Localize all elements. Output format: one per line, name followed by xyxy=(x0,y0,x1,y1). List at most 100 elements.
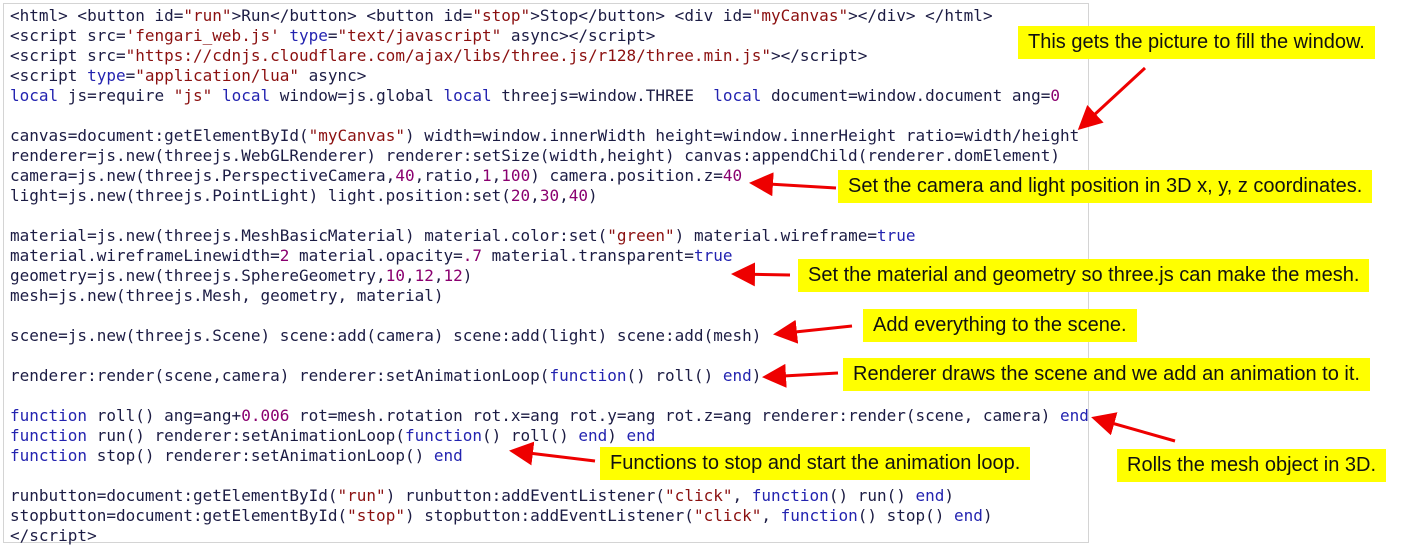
code-text: <html> <button id= xyxy=(10,6,184,25)
code-text: = xyxy=(327,26,338,45)
code-text: <script xyxy=(10,66,88,85)
code-line: <script src="https://cdnjs.cloudflare.co… xyxy=(10,46,867,66)
code-text: material.opacity= xyxy=(289,246,463,265)
code-keyword: function xyxy=(10,426,88,445)
code-line: local js=require "js" local window=js.gl… xyxy=(10,86,1060,106)
code-text: , xyxy=(761,506,781,525)
code-text: ) camera.position.z= xyxy=(530,166,723,185)
code-line: geometry=js.new(threejs.SphereGeometry,1… xyxy=(10,266,472,286)
code-line: material.wireframeLinewidth=2 material.o… xyxy=(10,246,732,266)
code-keyword: type xyxy=(87,66,126,85)
code-line: light=js.new(threejs.PointLight) light.p… xyxy=(10,186,598,206)
code-text: renderer=js.new(threejs.WebGLRenderer) r… xyxy=(10,146,1060,165)
code-text: rot=mesh.rotation rot.x=ang rot.y=ang ro… xyxy=(289,406,1060,425)
code-text: , xyxy=(491,166,502,185)
code-keyword: end xyxy=(1059,406,1089,425)
code-number: 40 xyxy=(395,166,415,185)
code-line: renderer=js.new(threejs.WebGLRenderer) r… xyxy=(10,146,1060,166)
arrow-fill-window xyxy=(1077,66,1147,131)
code-text: () run() xyxy=(828,486,916,505)
code-line: function roll() ang=ang+0.006 rot=mesh.r… xyxy=(10,406,1089,426)
code-line: function run() renderer:setAnimationLoop… xyxy=(10,426,655,446)
code-number: 1 xyxy=(482,166,492,185)
note-add-to-scene: Add everything to the scene. xyxy=(863,309,1137,342)
code-text: camera=js.new(threejs.PerspectiveCamera, xyxy=(10,166,396,185)
code-text: ) stopbutton:addEventListener( xyxy=(404,506,694,525)
code-number: 20 xyxy=(510,186,531,205)
code-number: 0 xyxy=(1050,86,1061,105)
code-text: window=js.global xyxy=(270,86,444,105)
code-string: "stop" xyxy=(472,6,531,25)
code-string: "application/lua" xyxy=(135,66,299,85)
code-keyword: end xyxy=(722,366,752,385)
code-text: ) runbutton:addEventListener( xyxy=(385,486,666,505)
code-text: ,ratio, xyxy=(414,166,483,185)
code-keyword: type xyxy=(289,26,328,45)
code-keyword: function xyxy=(10,406,88,425)
code-keyword: function xyxy=(751,486,829,505)
code-string: "run" xyxy=(183,6,232,25)
code-line: stopbutton=document:getElementById("stop… xyxy=(10,506,993,526)
code-keyword: function xyxy=(780,506,858,525)
code-string: "js" xyxy=(173,86,213,105)
code-text: , xyxy=(732,486,752,505)
code-text: threejs=window.THREE xyxy=(491,86,714,105)
code-keyword: end xyxy=(626,426,656,445)
code-line: scene=js.new(threejs.Scene) scene:add(ca… xyxy=(10,326,761,346)
code-string: "myCanvas" xyxy=(751,6,849,25)
code-text: ) xyxy=(982,506,993,525)
code-line: <script src='fengari_web.js' type="text/… xyxy=(10,26,655,46)
code-number: 12 xyxy=(443,266,463,285)
code-keyword: function xyxy=(404,426,483,445)
code-text: canvas=document:getElementById( xyxy=(10,126,309,145)
code-line: mesh=js.new(threejs.Mesh, geometry, mate… xyxy=(10,286,443,306)
code-number: 10 xyxy=(385,266,405,285)
code-text: roll() ang=ang+ xyxy=(87,406,242,425)
code-line: canvas=document:getElementById("myCanvas… xyxy=(10,126,1079,146)
code-text: ></div> </html> xyxy=(848,6,993,25)
note-renderer: Renderer draws the scene and we add an a… xyxy=(843,358,1370,391)
code-keyword: end xyxy=(915,486,945,505)
code-number: 100 xyxy=(501,166,531,185)
code-text: stop() renderer:setAnimationLoop() xyxy=(87,446,434,465)
code-text: () roll() xyxy=(626,366,723,385)
code-text: runbutton=document:getElementById( xyxy=(10,486,338,505)
code-keyword: true xyxy=(693,246,733,265)
code-text: ) xyxy=(587,186,598,205)
code-string: "https://cdnjs.cloudflare.com/ajax/libs/… xyxy=(125,46,771,65)
code-text: >Run</button> <button id= xyxy=(231,6,473,25)
code-text: mesh=js.new(threejs.Mesh, geometry, mate… xyxy=(10,286,444,305)
code-line: runbutton=document:getElementById("run")… xyxy=(10,486,954,506)
code-keyword: local xyxy=(221,86,271,105)
note-functions: Functions to stop and start the animatio… xyxy=(600,447,1031,480)
code-text: , xyxy=(559,186,569,205)
code-text: ></script> xyxy=(771,46,868,65)
code-text: run() renderer:setAnimationLoop( xyxy=(87,426,405,445)
code-string: "stop" xyxy=(347,506,405,525)
note-fill-window: This gets the picture to fill the window… xyxy=(1018,26,1375,59)
note-material-geometry: Set the material and geometry so three.j… xyxy=(798,259,1370,292)
code-line: function stop() renderer:setAnimationLoo… xyxy=(10,446,463,466)
code-string: "click" xyxy=(665,486,733,505)
code-number: 40 xyxy=(722,166,743,185)
code-string: "green" xyxy=(607,226,675,245)
code-text: </script> xyxy=(10,526,97,545)
code-text: () roll() xyxy=(482,426,579,445)
code-line: <script type="application/lua" async> xyxy=(10,66,366,86)
code-text: light=js.new(threejs.PointLight) light.p… xyxy=(10,186,511,205)
code-number: .7 xyxy=(462,246,483,265)
code-keyword: end xyxy=(954,506,983,525)
code-text: <script src= xyxy=(10,46,126,65)
code-number: 40 xyxy=(568,186,588,205)
code-number: 30 xyxy=(539,186,560,205)
code-text: = xyxy=(125,66,136,85)
code-keyword: function xyxy=(10,446,88,465)
code-text: async></script> xyxy=(501,26,656,45)
code-line: material=js.new(threejs.MeshBasicMateria… xyxy=(10,226,916,246)
arrow-scene xyxy=(773,319,853,344)
arrow-renderer xyxy=(762,363,839,388)
note-roll: Rolls the mesh object in 3D. xyxy=(1117,449,1387,482)
code-text: material.wireframeLinewidth= xyxy=(10,246,280,265)
code-text: <script src= xyxy=(10,26,126,45)
